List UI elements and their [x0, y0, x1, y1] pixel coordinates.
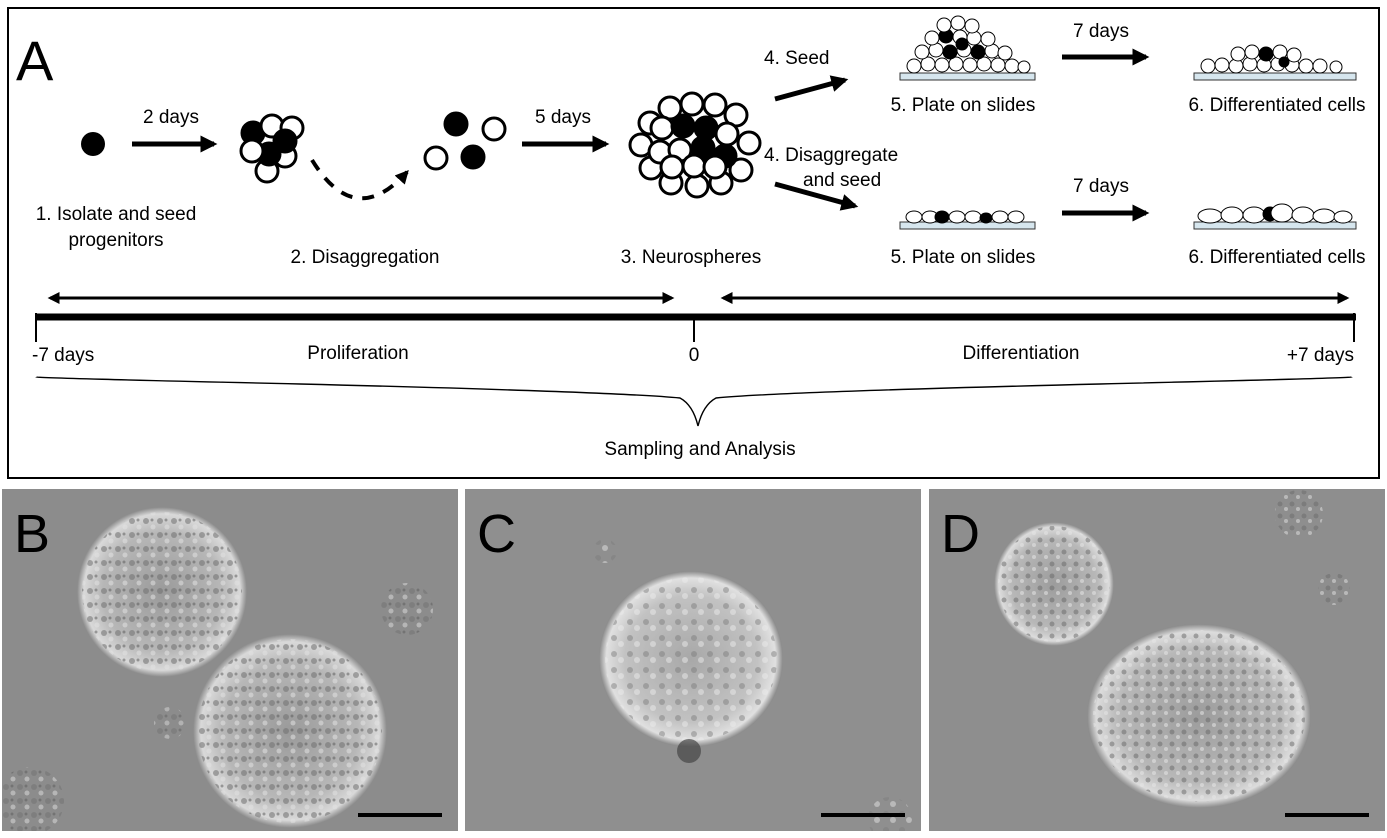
label-step-1-line1: 1. Isolate and seed [36, 204, 197, 225]
differentiation-label: Differentiation [963, 343, 1080, 364]
timeline-start-label: -7 days [32, 345, 94, 366]
label-step-4a: 4. Seed [764, 48, 830, 69]
progenitor-cell [81, 132, 105, 156]
label-step-1-line2: progenitors [68, 230, 163, 251]
photo-panel-c: C [465, 489, 921, 831]
proliferation-label: Proliferation [307, 343, 408, 364]
neurosphere [628, 91, 762, 199]
label-step-6b: 6. Differentiated cells [1188, 247, 1365, 268]
panel-a-diagram: A 2 days 2. Disaggregation 5 days [7, 7, 1380, 479]
small-cluster [239, 113, 305, 184]
timeline-zero-label: 0 [689, 345, 700, 366]
scale-bar-d [1285, 813, 1369, 817]
slide-diff-top [1193, 44, 1357, 81]
dissociated-cells [423, 111, 507, 171]
label-step-4b-line1: 4. Disaggregate [764, 145, 898, 166]
panel-a-frame [7, 7, 1380, 479]
timeline-end-label: +7 days [1287, 345, 1354, 366]
label-step-3: 3. Neurospheres [621, 247, 761, 268]
photo-panel-b: B [2, 489, 458, 831]
sampling-label: Sampling and Analysis [604, 439, 795, 460]
label-step-6a: 6. Differentiated cells [1188, 95, 1365, 116]
label-step-4b-line2: and seed [803, 170, 881, 191]
slide-sphere-top [899, 15, 1036, 81]
label-2-days: 2 days [143, 107, 199, 128]
label-5-days: 5 days [535, 107, 591, 128]
label-step-5b: 5. Plate on slides [891, 247, 1036, 268]
scale-bar-b [358, 813, 442, 817]
slide-cells-bottom [899, 210, 1036, 230]
label-step-5a: 5. Plate on slides [891, 95, 1036, 116]
photo-label-b: B [14, 504, 51, 564]
arrow-seed [774, 75, 849, 102]
label-7-days-bottom: 7 days [1073, 176, 1129, 197]
photo-panel-d: D [929, 489, 1385, 831]
arrow-disaggregate-seed [774, 181, 859, 211]
scale-bar-c [821, 813, 905, 817]
sampling-brace [35, 376, 1353, 427]
panel-a-letter: A [16, 29, 54, 92]
label-step-2: 2. Disaggregation [291, 247, 440, 268]
slide-diff-bottom [1193, 203, 1357, 230]
dashed-arrow [310, 158, 409, 201]
label-7-days-top: 7 days [1073, 21, 1129, 42]
photo-label-d: D [941, 504, 980, 564]
photo-label-c: C [477, 504, 516, 564]
